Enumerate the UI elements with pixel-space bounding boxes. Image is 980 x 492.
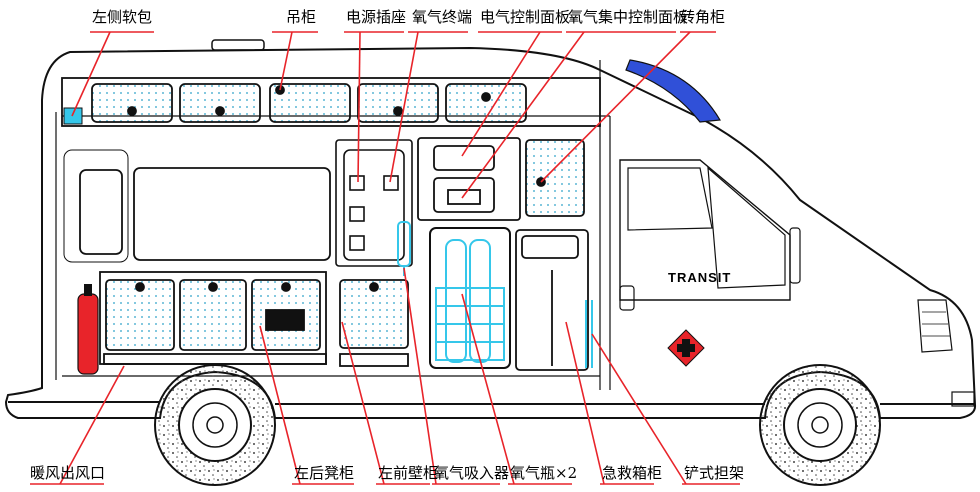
leader-lines [30,31,740,485]
left-front-wall-cabinet [339,279,409,367]
label-oxygen-central-control-panel: 氧气集中控制面板 [568,8,689,26]
rear-wheel [154,364,276,486]
label-shovel-stretcher: 铲式担架 [684,464,745,482]
vehicle-badge: TRANSIT [668,270,732,285]
side-panels [63,149,331,263]
control-panels [417,137,521,221]
fire-extinguisher [77,284,99,375]
label-left-front-wall-cabinet: 左前壁柜 [378,464,439,482]
power-socket-panel [335,139,413,267]
label-heater-outlet: 暖风出风口 [30,464,106,482]
oxygen-cylinder-rack [429,227,511,369]
label-oxygen-cylinder: 氧气瓶×2 [510,464,578,482]
label-oxygen-inhaler: 氧气吸入器 [434,464,510,482]
first-aid-cabinet-unit [515,229,589,371]
corner-cabinet [525,139,585,217]
label-oxygen-terminal: 氧气终端 [412,8,473,26]
label-power-socket: 电源插座 [346,8,407,26]
label-corner-cabinet: 转角柜 [680,8,726,26]
roof-light [625,59,722,123]
red-cross-emblem [667,329,705,367]
label-first-aid-cabinet: 急救箱柜 [602,464,663,482]
left-rear-seat-cabinets [99,271,327,365]
front-wheel [759,364,881,486]
label-left-soft-bag: 左侧软包 [92,8,153,26]
label-electrical-control-panel: 电气控制面板 [480,8,571,26]
label-left-rear-seat-cabinet: 左后凳柜 [294,464,355,482]
left-soft-bag-pad [63,107,83,125]
shovel-stretcher-unit [585,300,593,368]
label-hanging-cabinet: 吊柜 [286,8,317,26]
hanging-cabinet-row [61,77,601,127]
